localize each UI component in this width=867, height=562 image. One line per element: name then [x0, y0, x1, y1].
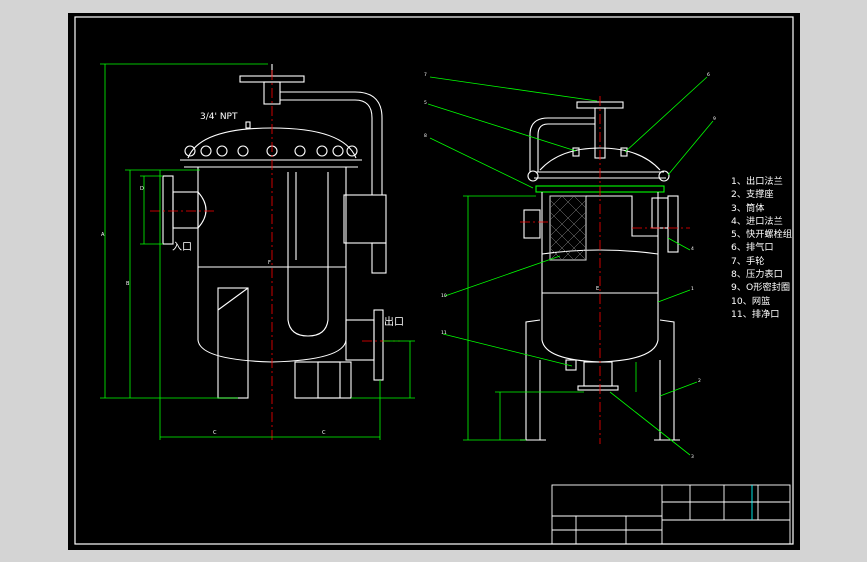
basket-mesh	[549, 195, 587, 261]
centerlines-left	[150, 70, 400, 440]
dim-f: F	[268, 260, 271, 266]
outlet-label: 出口	[384, 315, 404, 328]
thread-label: 3/4' NPT	[200, 112, 238, 122]
legend-item: 2、支撑座	[731, 189, 774, 201]
svg-text:11: 11	[441, 330, 447, 336]
leaders-right	[427, 76, 714, 456]
svg-text:6: 6	[707, 72, 710, 78]
left-view	[162, 64, 387, 399]
dim-b: B	[126, 281, 130, 287]
legend-item: 3、筒体	[731, 202, 765, 214]
legend-item: 11、排净口	[731, 308, 780, 320]
dim-d: D	[140, 186, 144, 192]
inlet-label: 入口	[172, 242, 192, 253]
svg-text:2: 2	[698, 378, 701, 384]
svg-text:1: 1	[691, 286, 694, 292]
svg-text:4: 4	[691, 246, 694, 252]
svg-text:8: 8	[424, 133, 427, 139]
legend-item: 9、O形密封圈	[731, 282, 791, 294]
svg-text:3: 3	[691, 454, 694, 460]
drawing-sheet	[68, 13, 800, 550]
legend-item: 7、手轮	[731, 255, 765, 267]
parts-legend: 1、出口法兰 2、支撑座 3、筒体 4、进口法兰 5、快开螺栓组 6、排气口 7…	[731, 175, 792, 321]
inner-frame	[74, 16, 794, 545]
svg-text:7: 7	[424, 72, 427, 78]
svg-text:9: 9	[713, 116, 716, 122]
svg-text:10: 10	[441, 293, 447, 299]
legend-item: 6、排气口	[731, 242, 774, 254]
dimensions-left	[100, 63, 415, 440]
legend-item: 1、出口法兰	[731, 176, 783, 187]
svg-text:5: 5	[424, 100, 427, 106]
legend-item: 4、进口法兰	[731, 215, 783, 227]
legend-item: 8、压力表口	[731, 269, 783, 281]
legend-item: 5、快开螺栓组	[731, 229, 792, 241]
dim-e: E	[596, 286, 599, 292]
dim-c-2: C	[322, 430, 326, 436]
dim-a: A	[101, 232, 105, 238]
legend-item: 10、网篮	[731, 295, 771, 307]
filter-basket	[549, 195, 587, 261]
title-block	[551, 484, 791, 545]
dimension-letters: A B D C C E F	[101, 186, 599, 436]
dim-c-1: C	[213, 430, 217, 436]
centerlines-right	[520, 96, 690, 444]
eyebolts-left	[184, 145, 358, 157]
